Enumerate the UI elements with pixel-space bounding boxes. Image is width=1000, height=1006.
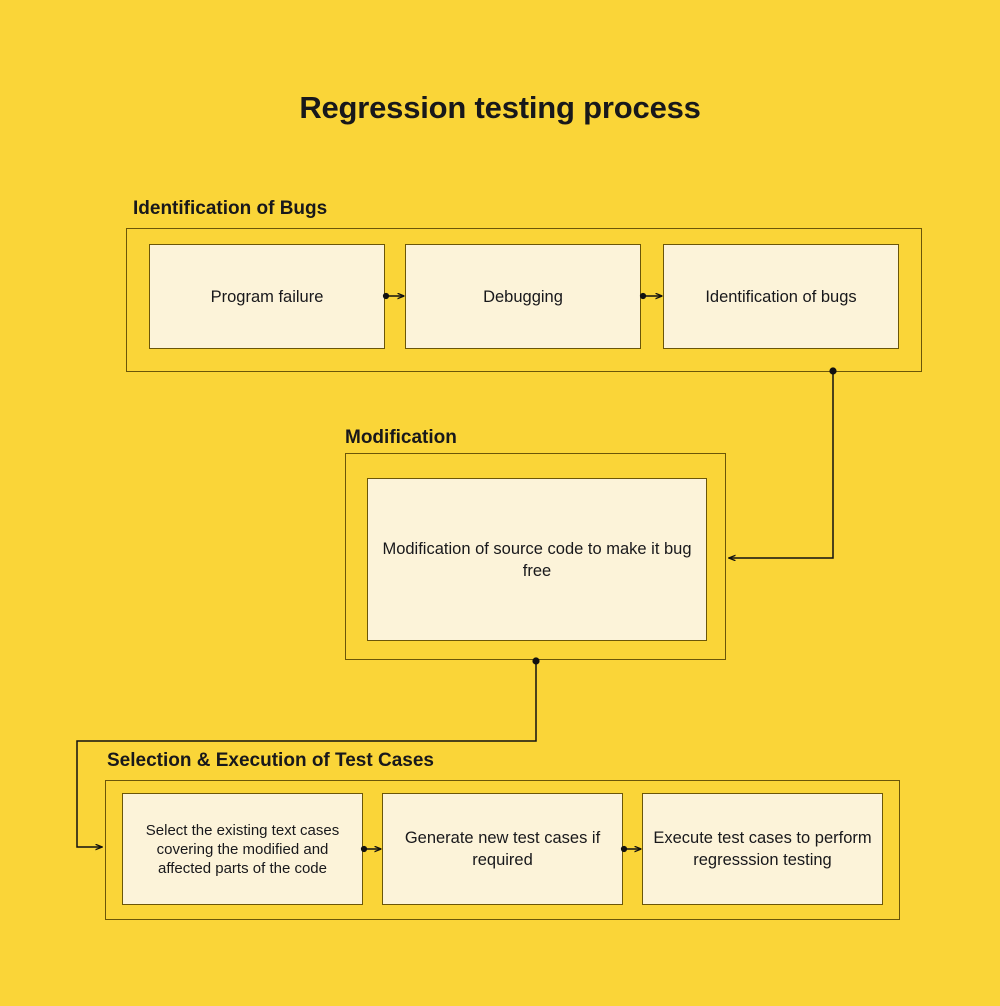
step-box-program-failure[interactable]: Program failure	[149, 244, 385, 349]
step-box-execute-test-cases[interactable]: Execute test cases to perform regresssio…	[642, 793, 883, 905]
stage-container-identification-of-bugs	[126, 228, 922, 372]
step-box-select-existing-test-cases[interactable]: Select the existing text cases covering …	[122, 793, 363, 905]
step-label: Identification of bugs	[705, 287, 857, 306]
step-label: Modification of source code to make it b…	[382, 539, 692, 580]
step-label: Execute test cases to perform regresssio…	[653, 829, 872, 869]
step-label: Generate new test cases if required	[404, 829, 601, 869]
stage-heading-modification: Modification	[345, 427, 457, 448]
stage-heading-identification-of-bugs: Identification of Bugs	[133, 198, 328, 219]
step-box-modification-of-source-code[interactable]: Modification of source code to make it b…	[367, 478, 707, 641]
step-label: Debugging	[483, 287, 563, 306]
step-box-debugging[interactable]: Debugging	[405, 244, 641, 349]
page-title: Regression testing process	[299, 90, 701, 125]
step-label: Select the existing text cases covering …	[145, 821, 340, 877]
connector-bugs-stage-to-modification-stage	[728, 367, 837, 558]
step-label: Program failure	[210, 287, 324, 306]
step-box-identification-of-bugs[interactable]: Identification of bugs	[663, 244, 899, 349]
stage-heading-selection-execution-of-test-cases: Selection & Execution of Test Cases	[107, 750, 434, 771]
step-box-generate-new-test-cases[interactable]: Generate new test cases if required	[382, 793, 623, 905]
